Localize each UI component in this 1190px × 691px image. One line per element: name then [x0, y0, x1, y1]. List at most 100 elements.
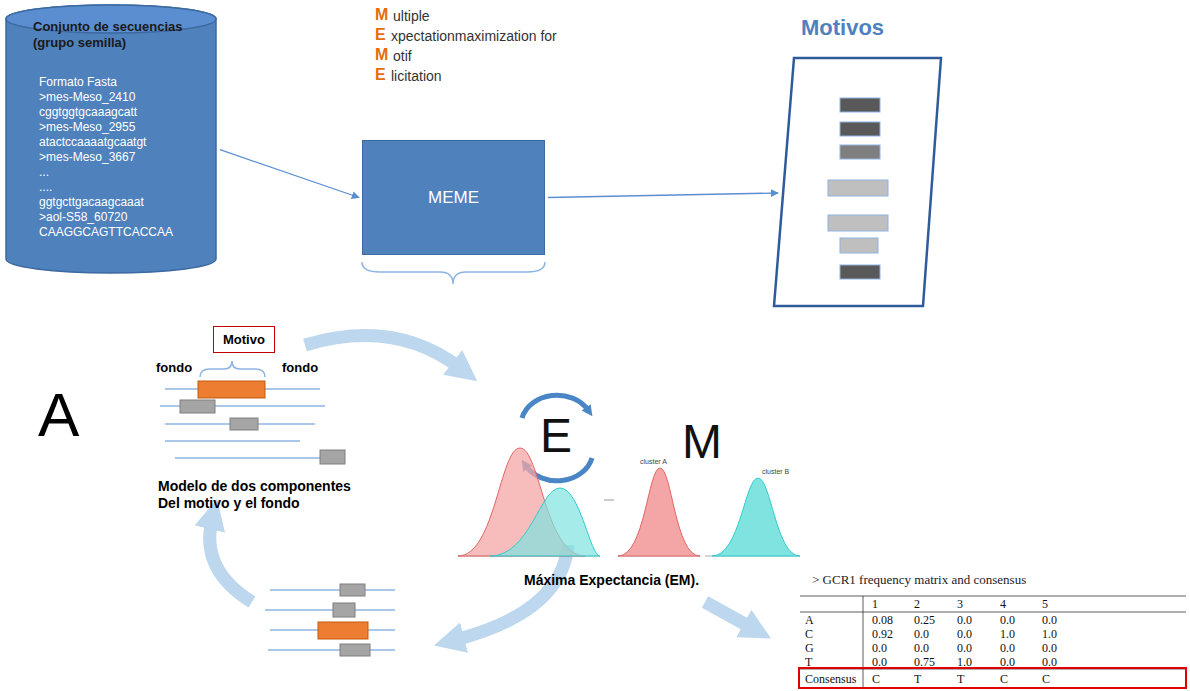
- table-title: > GCR1 frequency matrix and consensus: [812, 572, 1026, 588]
- fasta-line: ....: [33, 180, 213, 195]
- table-cell: Consensus: [805, 673, 856, 686]
- motif-bar: [828, 215, 888, 231]
- acronym-letter: E: [375, 66, 386, 84]
- table-cell: 1: [872, 598, 878, 611]
- table-cell: 0.0: [957, 614, 972, 627]
- table-cell: 0.08: [872, 614, 893, 627]
- background-site: [333, 603, 355, 617]
- background-site: [340, 584, 365, 596]
- table-cell: 0.0: [957, 642, 972, 655]
- gaussian: [490, 488, 600, 556]
- table-cell: 1.0: [957, 656, 972, 669]
- table-cell: 0.0: [872, 642, 887, 655]
- database-cylinder: Conjunto de secuencias (grupo semilla) Fo…: [5, 5, 217, 273]
- table-cell: 1.0: [1000, 628, 1015, 641]
- table-cell: C: [872, 673, 880, 686]
- brace: [362, 262, 545, 284]
- table-cell: 2: [914, 598, 920, 611]
- table-cell: 1.0: [1042, 628, 1057, 641]
- table-cell: 0.0: [1042, 614, 1057, 627]
- cycle-arrow: [210, 520, 252, 602]
- table-cell: 0.0: [1000, 656, 1015, 669]
- background-site: [320, 450, 345, 464]
- gaussian: [712, 478, 800, 556]
- fasta-line: >mes-Meso_2955: [33, 120, 213, 135]
- background-site: [180, 400, 215, 413]
- caption-text: Modelo de dos componentes Del motivo y e…: [158, 478, 373, 512]
- table-cell: 0.75: [914, 656, 935, 669]
- consensus-highlight: [799, 668, 1186, 688]
- node-text: Motivo: [223, 332, 265, 347]
- background-site: [230, 418, 258, 430]
- acronym-word: xpectationmaximization for: [391, 28, 557, 44]
- table-cell: T: [957, 673, 964, 686]
- motif-site: [318, 622, 368, 639]
- motif-box: Motivo: [213, 326, 275, 353]
- fasta-line: atactccaaaatgcaatgt: [33, 135, 213, 150]
- table-cell: 0.0: [957, 628, 972, 641]
- region-label: fondo: [282, 360, 318, 375]
- table-cell: C: [1042, 673, 1050, 686]
- node-text: Conjunto de secuencias (grupo semilla): [33, 19, 213, 51]
- table-cell: 0.0: [914, 628, 929, 641]
- connector: [548, 193, 778, 198]
- background-site: [340, 644, 370, 656]
- fasta-line: >mes-Meso_3667: [33, 150, 213, 165]
- table-cell: 3: [957, 598, 963, 611]
- acronym-letter: M: [375, 6, 388, 24]
- acronym-word: ultiple: [393, 8, 430, 24]
- fasta-line: >aol-S58_60720: [33, 210, 213, 225]
- result-arrow: [705, 602, 752, 628]
- table-cell: 4: [1000, 598, 1006, 611]
- motif-bar: [840, 238, 878, 253]
- table-cell: T: [805, 656, 812, 669]
- fasta-line: Formato Fasta: [33, 75, 213, 90]
- table-cell: T: [914, 673, 921, 686]
- sequence-lines: [160, 389, 340, 458]
- step-letter: E: [540, 412, 572, 460]
- table-cell: C: [805, 628, 813, 641]
- connector: [220, 150, 359, 198]
- table-cell: A: [805, 614, 814, 627]
- fasta-line: ...: [33, 165, 213, 180]
- table-cell: 0.0: [872, 656, 887, 669]
- brace: [200, 361, 265, 377]
- sequence-lines: [265, 590, 395, 650]
- cycle-arrow: [455, 545, 568, 640]
- motif-bar: [840, 122, 880, 136]
- acronym-word: otif: [393, 48, 412, 64]
- motif-bar: [828, 180, 888, 196]
- step-letter: M: [682, 418, 722, 466]
- panel-letter: A: [38, 384, 79, 446]
- fasta-line: ggtgcttgacaagcaaat: [33, 195, 213, 210]
- cycle-arrow: [305, 336, 460, 368]
- table-cell: 0.0: [914, 642, 929, 655]
- cluster-label: cluster A: [640, 458, 667, 465]
- cluster-label: cluster B: [762, 468, 789, 475]
- table-cell: 0.0: [1000, 614, 1015, 627]
- fasta-line: >mes-Meso_2410: [33, 90, 213, 105]
- node-text: Motivos: [770, 10, 945, 42]
- region-label: fondo: [156, 360, 192, 375]
- table-cell: 0.92: [872, 628, 893, 641]
- node-text: MEME: [428, 188, 479, 208]
- gaussian: [618, 468, 700, 556]
- motif-bar: [840, 145, 880, 159]
- motif-bar: [840, 265, 880, 279]
- acronym-letter: E: [375, 26, 386, 44]
- motif-site: [198, 381, 265, 398]
- motif-bar: [840, 98, 880, 112]
- fasta-line: cggtggtgcaaagcatt: [33, 105, 213, 120]
- table-cell: C: [1000, 673, 1008, 686]
- table-cell: 0.25: [914, 614, 935, 627]
- table-cell: 0.0: [1042, 642, 1057, 655]
- caption-text: Máxima Expectancia (EM).: [524, 572, 699, 588]
- parallelogram-shape: [770, 10, 945, 310]
- table-rules: [800, 596, 1186, 688]
- acronym-word: licitation: [391, 68, 442, 84]
- parallelogram: [774, 58, 941, 306]
- cylinder-body: [6, 5, 216, 273]
- table-cell: G: [805, 642, 814, 655]
- motif-panel: Motivos: [770, 10, 945, 310]
- fasta-line: CAAGGCAGTTCACCAA: [33, 225, 213, 240]
